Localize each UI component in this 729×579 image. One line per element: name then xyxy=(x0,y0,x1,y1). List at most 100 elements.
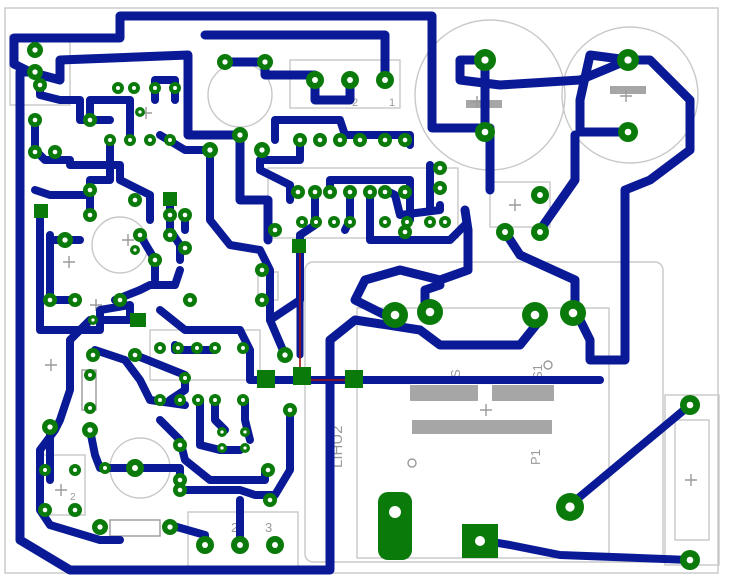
pad-drill-hole xyxy=(183,376,187,380)
pad-drill-hole xyxy=(437,185,443,191)
pad-drill-hole xyxy=(220,430,224,434)
trace-cap-c2 xyxy=(575,50,633,137)
fuse-body-outline xyxy=(674,419,710,541)
pad-drill-hole xyxy=(72,297,78,303)
pad-drill-hole xyxy=(241,398,245,402)
winding-s-label: S xyxy=(448,369,463,378)
pad-primary-in-hole xyxy=(389,506,401,518)
pad-drill-hole xyxy=(158,398,162,402)
pin-1-label: 1 xyxy=(389,97,395,109)
special-pads xyxy=(34,192,498,560)
pad-drill-hole xyxy=(117,297,123,303)
pad-drill-hole xyxy=(382,137,388,143)
pad-drill-hole xyxy=(348,220,352,224)
pad-drill-hole xyxy=(287,407,293,413)
pad-drill-hole xyxy=(568,308,578,318)
pad-square-7 xyxy=(292,239,306,253)
trace-ground-ring xyxy=(15,67,545,575)
pad-drill-hole xyxy=(152,257,158,263)
pad-drill-hole xyxy=(537,192,543,198)
pad-drill-hole xyxy=(337,137,343,143)
pad-drill-hole xyxy=(405,220,409,224)
pad-drill-hole xyxy=(312,77,318,83)
pad-drill-hole xyxy=(87,187,93,193)
pad-drill-hole xyxy=(267,497,273,503)
winding-p1-label: P1 xyxy=(528,449,543,465)
pad-drill-hole xyxy=(176,346,180,350)
trace-reg-out xyxy=(220,57,355,105)
component-centers xyxy=(45,90,697,496)
pad-drill-hole xyxy=(502,229,508,235)
resistor-body xyxy=(109,519,161,537)
trace-lower-8 xyxy=(196,396,244,454)
pad-drill-hole xyxy=(317,137,323,143)
pad-drill-hole xyxy=(195,346,199,350)
winding-s-bar xyxy=(410,385,478,401)
pad-drill-hole xyxy=(167,232,173,238)
trace-ic-left xyxy=(256,136,304,204)
pad-drill-hole xyxy=(259,297,265,303)
trace-fuse-top xyxy=(566,401,694,509)
pad-drill-hole xyxy=(383,220,387,224)
pad-drill-hole xyxy=(90,352,96,358)
trace-left-7 xyxy=(31,186,94,219)
pad-drill-hole xyxy=(530,310,540,320)
pad-drill-hole xyxy=(402,229,408,235)
pad-drill-hole xyxy=(73,468,77,472)
pad-drill-hole xyxy=(116,86,120,90)
pad-drill-hole xyxy=(259,267,265,273)
pad-drill-hole xyxy=(178,398,182,402)
trace-upper-left xyxy=(9,50,273,245)
pad-drill-hole xyxy=(37,82,43,88)
pad-square-1 xyxy=(293,367,311,385)
pad-drill-hole xyxy=(52,149,58,155)
trace-fuse-bottom xyxy=(476,536,694,564)
winding-p-bar xyxy=(412,420,552,434)
pad-drill-hole xyxy=(213,398,217,402)
pad-drill-hole xyxy=(282,352,288,358)
pad-drill-hole xyxy=(47,424,53,430)
pad-drill-hole xyxy=(133,248,137,252)
trace-out-loop xyxy=(350,205,473,325)
pad-drill-hole xyxy=(425,307,435,317)
pad-drill-hole xyxy=(32,47,38,53)
pad-drill-hole xyxy=(565,502,575,512)
pad-drill-hole xyxy=(220,446,224,450)
copper-traces xyxy=(9,11,695,575)
pad-drill-hole xyxy=(72,507,78,513)
pad-drill-hole xyxy=(168,138,172,142)
pad-drill-hole xyxy=(243,446,247,450)
pad-drill-hole xyxy=(390,310,400,320)
pad-drill-hole xyxy=(32,149,38,155)
pad-drill-hole xyxy=(167,212,173,218)
pad-square-4 xyxy=(130,313,146,327)
trace-lower-7 xyxy=(176,406,294,499)
winding-s1-bar xyxy=(492,385,554,401)
trace-lower-9 xyxy=(211,396,229,434)
pad-drill-hole xyxy=(132,465,138,471)
pad-drill-hole xyxy=(481,128,489,136)
pad-drill-hole xyxy=(42,507,48,513)
trace-switch-1 xyxy=(535,130,580,235)
pad-drill-hole xyxy=(213,346,217,350)
pad-drill-hole xyxy=(300,220,304,224)
trace-left-4 xyxy=(86,96,134,144)
pad-drill-hole xyxy=(202,542,208,548)
pad-drill-hole xyxy=(624,56,632,64)
small-connector-label: 2 xyxy=(70,492,76,503)
capacitor-c2-polarity xyxy=(610,86,646,94)
pad-drill-hole xyxy=(132,197,138,203)
pad-square-5 xyxy=(34,204,48,218)
pad-drill-hole xyxy=(138,110,142,114)
pad-drill-hole xyxy=(177,442,183,448)
board-outline xyxy=(4,7,719,574)
trace-left-11 xyxy=(111,266,184,304)
trace-left-5 xyxy=(156,131,289,359)
pad-drill-hole xyxy=(47,297,53,303)
pad-drill-hole xyxy=(182,212,188,218)
pad-drill-hole xyxy=(97,524,103,530)
pad-drill-hole xyxy=(137,232,143,238)
pad-drill-hole xyxy=(182,245,188,251)
pad-drill-hole xyxy=(297,137,303,143)
